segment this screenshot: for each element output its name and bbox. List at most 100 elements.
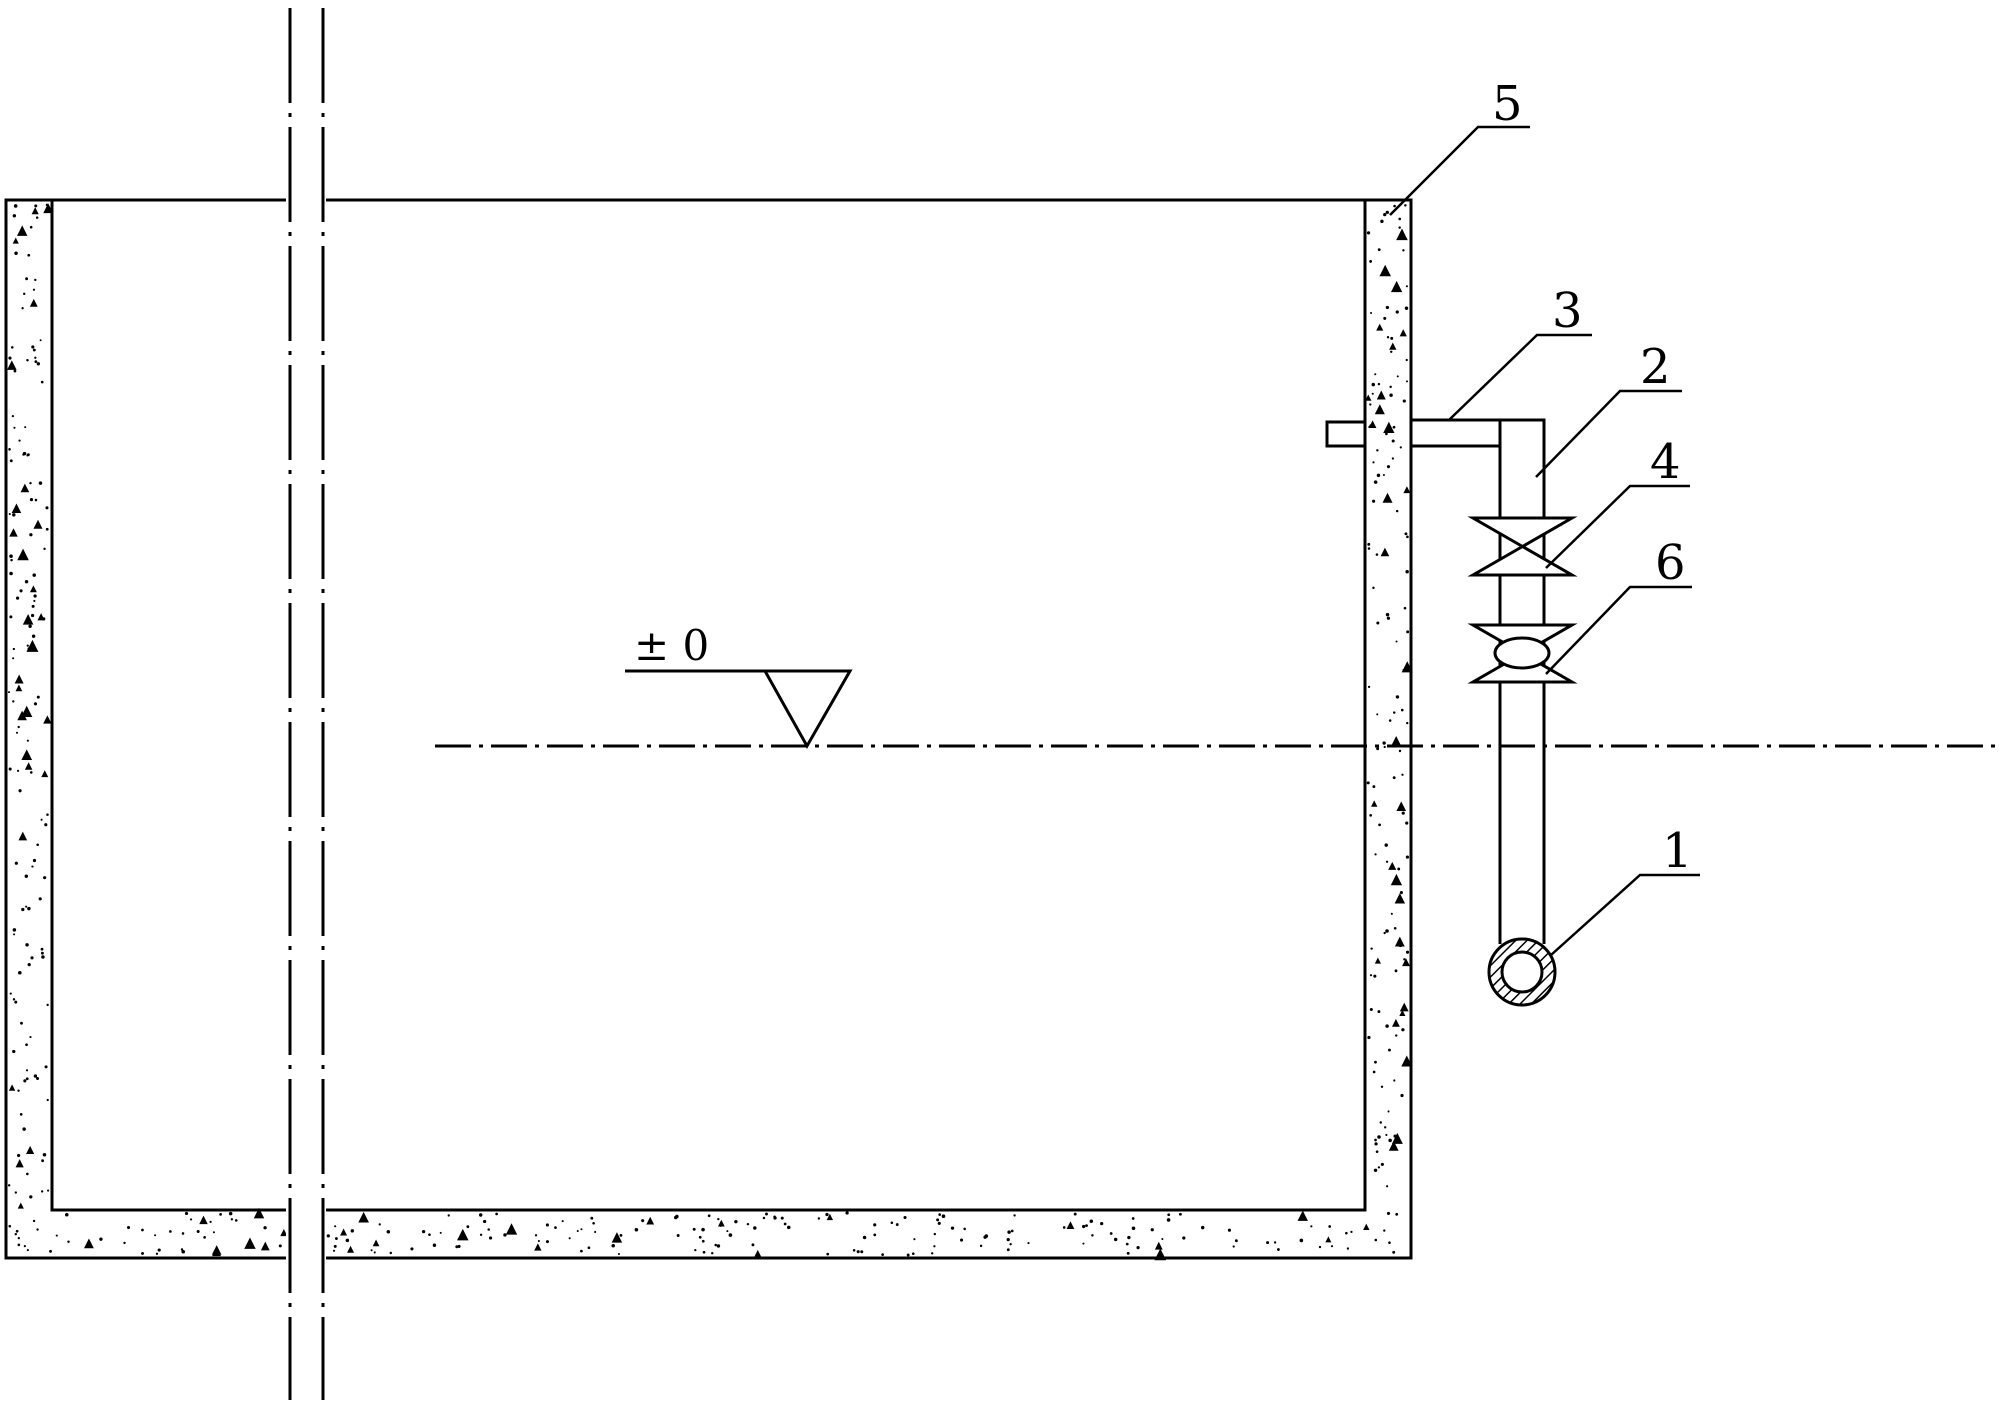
concrete-speckle [15,1159,24,1168]
concrete-speckle [29,481,32,485]
concrete-speckle [43,715,52,724]
concrete-speckle [554,1226,557,1229]
concrete-speckle [16,225,28,236]
concrete-speckle [1383,421,1395,434]
concrete-speckle [1161,1238,1164,1241]
concrete-speckle [27,647,31,651]
concrete-speckle [24,874,28,878]
leader-3 [1448,333,1592,421]
concrete-speckle [933,1232,937,1236]
concrete-speckle [27,253,31,257]
callout-labels: 5 3 2 4 6 1 [1492,76,1693,879]
concrete-speckle [1113,1237,1118,1242]
concrete-speckle [1367,1035,1371,1040]
concrete-speckle [1369,974,1373,977]
concrete-speckle [676,1234,680,1237]
concrete-speckle [1390,336,1394,340]
concrete-speckle [1386,1185,1389,1188]
concrete-speckle [169,1230,172,1233]
concrete-speckle [43,876,47,880]
concrete-speckle [1369,1007,1373,1011]
concrete-speckle [35,216,39,219]
concrete-speckle [370,1249,373,1252]
concrete-speckle [674,1215,678,1220]
concrete-speckle [7,360,17,370]
concrete-speckle [726,1230,729,1233]
concrete-speckle [1375,1150,1379,1153]
concrete-speckle [1006,1248,1010,1252]
branch-pipe [1411,418,1502,448]
concrete-speckle [1374,957,1381,964]
concrete-speckle [1386,465,1391,469]
concrete-speckle [19,1113,23,1116]
concrete-speckle [1376,621,1380,625]
concrete-speckle [43,203,54,214]
concrete-speckle [14,674,24,684]
leader-2 [1535,389,1682,478]
concrete-speckle [1387,1110,1390,1113]
concrete-speckle [1389,385,1392,389]
concrete-speckle [1390,280,1403,293]
concrete-speckle [157,1248,161,1252]
concrete-speckle [29,771,33,774]
concrete-speckle [1374,1138,1377,1142]
concrete-speckle [1380,547,1390,557]
concrete-speckle [32,1219,36,1223]
concrete-speckle [230,1218,234,1221]
concrete-speckle [1373,1168,1378,1173]
concrete-speckle [209,1220,212,1223]
concrete-speckle [1379,264,1391,277]
concrete-speckle [33,599,36,603]
concrete-speckle [1376,713,1379,716]
concrete-speckle [933,1245,936,1248]
concrete-speckle [783,1222,787,1226]
callout-label-6: 6 [1655,535,1686,591]
concrete-speckle [8,448,11,451]
concrete-speckle [963,1227,966,1231]
concrete-speckle [1376,323,1384,331]
concrete-speckle [1404,532,1408,536]
concrete-speckle [34,356,37,359]
concrete-speckle [15,1229,19,1233]
concrete-speckle [1154,1248,1167,1261]
concrete-speckle [881,1253,884,1256]
concrete-speckle [913,1238,916,1241]
concrete-speckle [1372,499,1376,503]
concrete-speckle [906,1253,910,1257]
concrete-speckle [646,1216,655,1225]
concrete-speckle [18,789,22,793]
concrete-speckle [707,1214,711,1218]
concrete-speckle [1398,226,1401,229]
concrete-speckle [479,1233,483,1236]
concrete-speckle [20,483,30,493]
concrete-speckle [25,1077,29,1081]
concrete-speckle [345,1238,350,1243]
concrete-speckle [33,1074,38,1078]
concrete-speckle [11,503,22,514]
concrete-speckle [701,1227,705,1232]
concrete-speckle [13,369,17,373]
concrete-speckle [181,1249,186,1254]
concrete-speckle [199,1215,208,1225]
concrete-speckle [1363,1223,1370,1230]
concrete-speckle [466,1225,470,1229]
concrete-speckle [432,1243,437,1247]
concrete-speckle [181,1232,185,1235]
concrete-speckle [568,1237,571,1240]
concrete-speckle [49,1249,52,1253]
concrete-speckle [1372,586,1375,590]
concrete-speckle [41,770,49,778]
concrete-speckle [9,571,13,576]
concrete-speckle [12,1049,16,1054]
leader-5 [1389,125,1530,216]
concrete-speckle [29,298,38,307]
concrete-speckle [84,1238,94,1249]
concrete-speckle [1379,1121,1383,1124]
concrete-speckle [1393,204,1396,208]
concrete-speckle [1325,1236,1332,1243]
concrete-speckle [244,1237,256,1249]
concrete-speckle [40,951,44,955]
concrete-speckle [873,1233,877,1237]
concrete-speckle [1392,1018,1400,1027]
concrete-speckle [99,1237,103,1241]
